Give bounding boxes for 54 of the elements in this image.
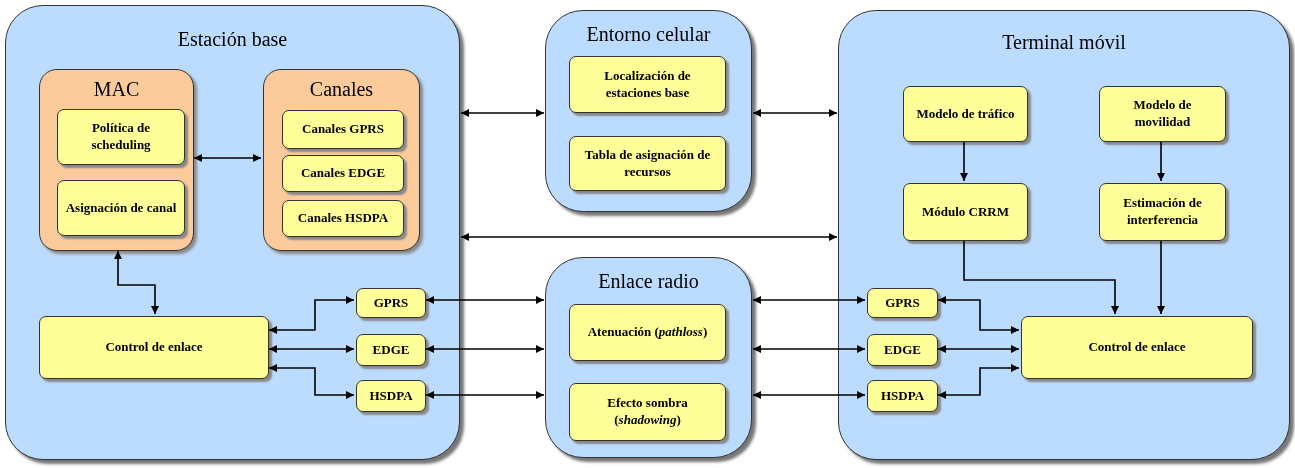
arrow xyxy=(752,391,866,399)
process-box: Canales EDGE xyxy=(282,155,404,192)
process-box: Modelo de tráfico xyxy=(903,86,1028,142)
group-title: Terminal móvil xyxy=(1002,31,1126,54)
process-box: Tabla de asignación de recursos xyxy=(569,136,726,191)
process-box: HSDPA xyxy=(356,380,426,412)
process-box: Localización de estaciones base xyxy=(569,56,726,113)
process-box: Control de enlace xyxy=(1021,316,1253,379)
process-box: Control de enlace xyxy=(39,316,269,379)
arrow xyxy=(752,296,866,304)
process-box: Efecto sombra (shadowing) xyxy=(569,383,726,441)
process-box: HSDPA xyxy=(867,380,938,412)
group-panel xyxy=(545,10,752,212)
process-box: GPRS xyxy=(867,288,938,318)
process-box: Módulo CRRM xyxy=(903,183,1028,241)
arrow xyxy=(193,154,262,162)
group-panel xyxy=(545,257,752,458)
process-box: Asignación de canal xyxy=(57,180,185,236)
process-box: Canales GPRS xyxy=(282,110,404,149)
arrow xyxy=(937,345,1020,353)
group-panel xyxy=(5,5,460,460)
arrow xyxy=(425,345,545,353)
arrow xyxy=(960,141,968,182)
process-box: Modelo de movilidad xyxy=(1099,86,1226,142)
arrow xyxy=(460,109,545,117)
arrow xyxy=(425,296,545,304)
group-title: Canales xyxy=(309,78,374,101)
arrow xyxy=(268,364,355,399)
group-panel xyxy=(838,10,1290,460)
arrow xyxy=(752,345,866,353)
group-title: MAC xyxy=(93,78,140,101)
subgroup-panel xyxy=(39,69,194,251)
arrow xyxy=(114,250,159,315)
process-box: Política de scheduling xyxy=(57,109,185,165)
arrow xyxy=(1157,141,1165,182)
process-box: Estimación de interferencia xyxy=(1099,183,1226,241)
process-box: Canales HSDPA xyxy=(282,200,404,237)
group-title: Enlace radio xyxy=(598,270,699,293)
process-box: EDGE xyxy=(356,334,426,366)
arrow xyxy=(268,296,355,334)
arrow xyxy=(963,240,1119,315)
arrow xyxy=(937,296,1020,334)
arrow xyxy=(268,345,355,353)
arrow xyxy=(1157,240,1165,315)
subgroup-panel xyxy=(263,69,420,251)
process-box: GPRS xyxy=(356,288,426,318)
group-title: Estación base xyxy=(177,28,288,51)
group-title: Entorno celular xyxy=(586,23,711,46)
process-box: EDGE xyxy=(867,334,938,366)
arrow xyxy=(752,109,838,117)
process-box: Atenuación (pathloss) xyxy=(569,304,726,361)
arrow xyxy=(460,233,838,241)
arrow xyxy=(937,364,1020,399)
arrow xyxy=(425,391,545,399)
